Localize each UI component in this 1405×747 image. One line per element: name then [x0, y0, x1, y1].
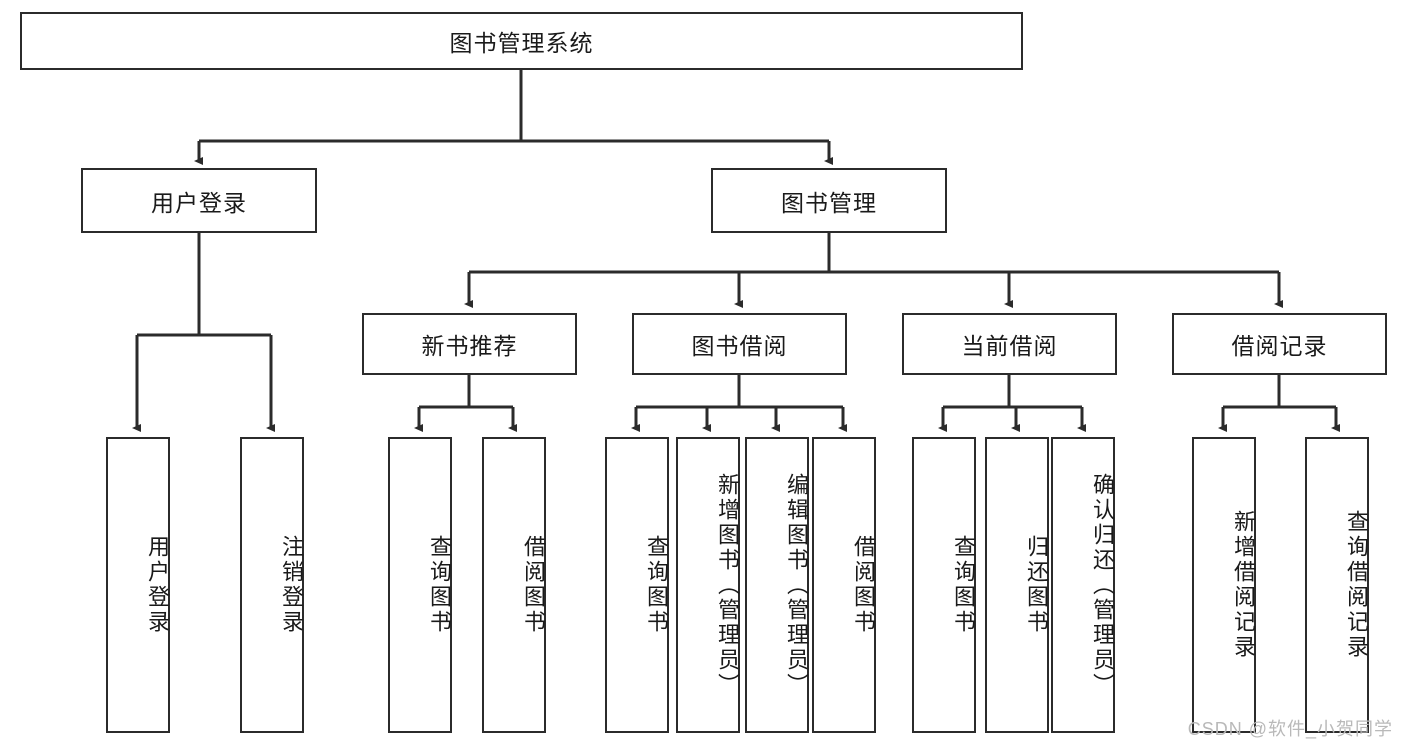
leaf-add-book[interactable]: 新增图书（管理员） [676, 437, 740, 733]
leaf-query-record[interactable]: 查询借阅记录 [1305, 437, 1369, 733]
node-current-borrow[interactable]: 当前借阅 [902, 313, 1117, 375]
leaf-borrow-book-2[interactable]: 借阅图书 [812, 437, 876, 733]
leaf-add-record[interactable]: 新增借阅记录 [1192, 437, 1256, 733]
leaf-query-book-2[interactable]: 查询图书 [605, 437, 669, 733]
leaf-query-book-3[interactable]: 查询图书 [912, 437, 976, 733]
node-borrow-record[interactable]: 借阅记录 [1172, 313, 1387, 375]
node-book-borrow-label: 图书借阅 [691, 333, 788, 359]
csdn-watermark: CSDN @软件_小贺同学 [1187, 719, 1393, 739]
leaf-query-book-2-label: 查询图书 [644, 535, 669, 635]
leaf-user-logout-label: 注销登录 [279, 535, 304, 635]
leaf-borrow-book-1[interactable]: 借阅图书 [482, 437, 546, 733]
leaf-return-book[interactable]: 归还图书 [985, 437, 1049, 733]
node-new-book-rec[interactable]: 新书推荐 [362, 313, 577, 375]
node-book-borrow[interactable]: 图书借阅 [632, 313, 847, 375]
leaf-edit-book[interactable]: 编辑图书（管理员） [745, 437, 809, 733]
leaf-user-login-label: 用户登录 [145, 535, 170, 635]
leaf-confirm-return[interactable]: 确认归还（管理员） [1051, 437, 1115, 733]
leaf-edit-book-label: 编辑图书（管理员） [784, 472, 809, 698]
leaf-query-record-label: 查询借阅记录 [1344, 510, 1369, 660]
node-borrow-record-label: 借阅记录 [1231, 333, 1328, 359]
leaf-add-book-label: 新增图书（管理员） [715, 472, 740, 698]
leaf-query-book-1[interactable]: 查询图书 [388, 437, 452, 733]
node-root-label: 图书管理系统 [449, 30, 594, 56]
node-user-login[interactable]: 用户登录 [81, 168, 317, 233]
node-book-manage-label: 图书管理 [781, 189, 877, 216]
leaf-user-logout[interactable]: 注销登录 [240, 437, 304, 733]
leaf-query-book-1-label: 查询图书 [427, 535, 452, 635]
leaf-return-book-label: 归还图书 [1024, 535, 1049, 635]
node-root[interactable]: 图书管理系统 [20, 12, 1023, 70]
node-current-borrow-label: 当前借阅 [961, 333, 1058, 359]
node-new-book-rec-label: 新书推荐 [421, 333, 518, 359]
leaf-add-record-label: 新增借阅记录 [1231, 510, 1256, 660]
leaf-borrow-book-1-label: 借阅图书 [521, 535, 546, 635]
leaf-confirm-return-label: 确认归还（管理员） [1090, 472, 1115, 698]
leaf-user-login[interactable]: 用户登录 [106, 437, 170, 733]
node-book-manage[interactable]: 图书管理 [711, 168, 947, 233]
leaf-query-book-3-label: 查询图书 [951, 535, 976, 635]
leaf-borrow-book-2-label: 借阅图书 [851, 535, 876, 635]
node-user-login-label: 用户登录 [151, 189, 247, 216]
